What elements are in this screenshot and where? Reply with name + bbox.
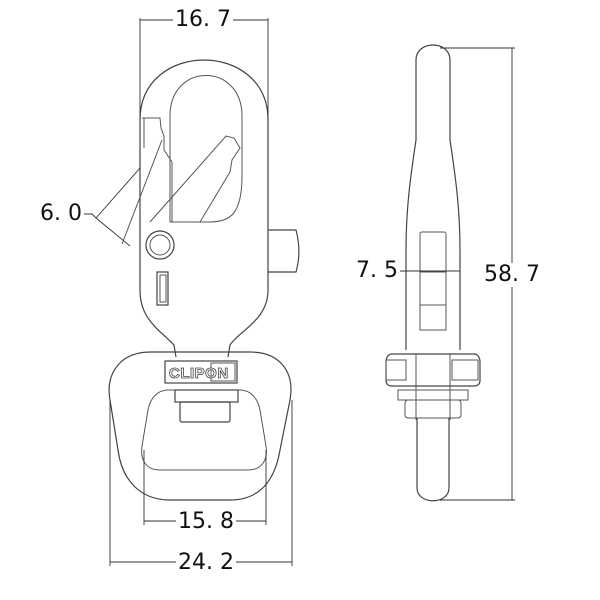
side-washer <box>397 389 469 401</box>
side-collar <box>385 353 481 387</box>
side-loop-lower <box>416 418 450 502</box>
release-button-outer <box>145 230 175 260</box>
dim-label-inner-width: 15. 8 <box>176 509 236 534</box>
side-nut <box>404 399 462 419</box>
side-latch-lower <box>419 271 447 331</box>
hook-inner-opening <box>169 75 243 223</box>
swivel-ring-inner <box>141 389 267 471</box>
side-view <box>385 44 515 502</box>
dim-label-side-thickness: 7. 5 <box>354 258 400 283</box>
brand-text: CLIPON <box>169 365 229 382</box>
side-collar-right-plate <box>451 359 479 381</box>
dim-label-gate-opening: 6. 0 <box>38 201 84 226</box>
brand-plate <box>164 360 238 384</box>
dim-label-overall-length: 58. 7 <box>482 262 542 287</box>
swivel-nut <box>179 401 231 423</box>
swivel-ring-outer <box>108 351 292 501</box>
side-latch <box>419 231 447 273</box>
release-button-inner <box>149 234 171 256</box>
dim-label-overall-width: 24. 2 <box>176 550 236 575</box>
side-shank-upper <box>405 44 461 350</box>
dim-leader-gate <box>82 167 141 247</box>
swivel-washer <box>174 389 239 403</box>
dim-label-top-width: 16. 7 <box>173 7 233 32</box>
side-collar-left-plate <box>385 359 407 381</box>
brand-highlight <box>210 362 236 382</box>
hook-body-outline <box>139 59 269 358</box>
gate-open-position <box>121 135 241 245</box>
thumb-tab <box>268 229 300 273</box>
front-view: CLIPON <box>82 18 300 566</box>
slot-outer <box>156 271 169 306</box>
slot-inner <box>159 274 167 303</box>
gate-latch <box>142 117 173 222</box>
